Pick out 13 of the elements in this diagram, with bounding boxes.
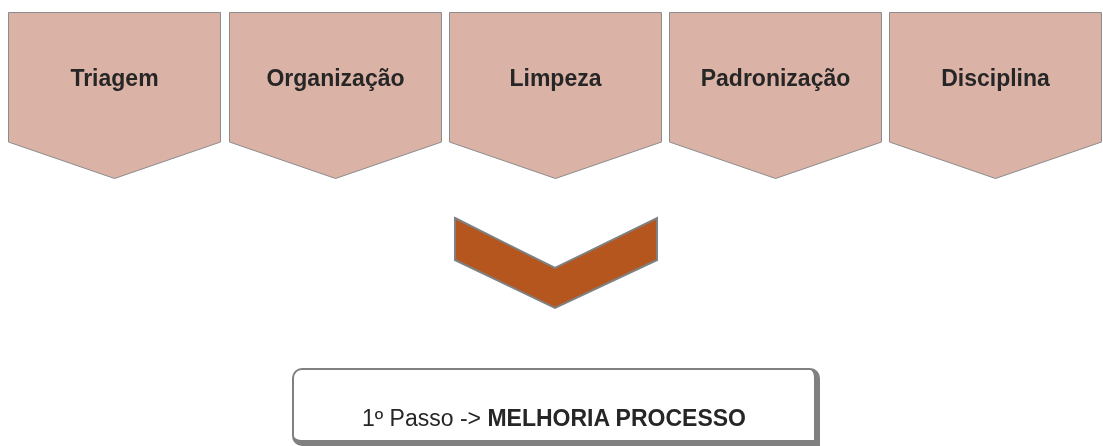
result-text: 1º Passo -> MELHORIA PROCESSO (362, 405, 746, 432)
step-label: Padronização (700, 64, 851, 92)
step-label: Limpeza (509, 64, 602, 92)
chevron-arrow (454, 216, 658, 310)
step-label: Disciplina (941, 64, 1050, 92)
pentagon-step (449, 12, 662, 179)
pentagon-step (889, 12, 1102, 179)
step-label: Triagem (70, 64, 159, 92)
pentagon-step (229, 12, 442, 179)
result-box (292, 368, 820, 446)
pentagon-step (669, 12, 882, 179)
pentagon-step (8, 12, 221, 179)
step-label: Organização (266, 64, 405, 92)
